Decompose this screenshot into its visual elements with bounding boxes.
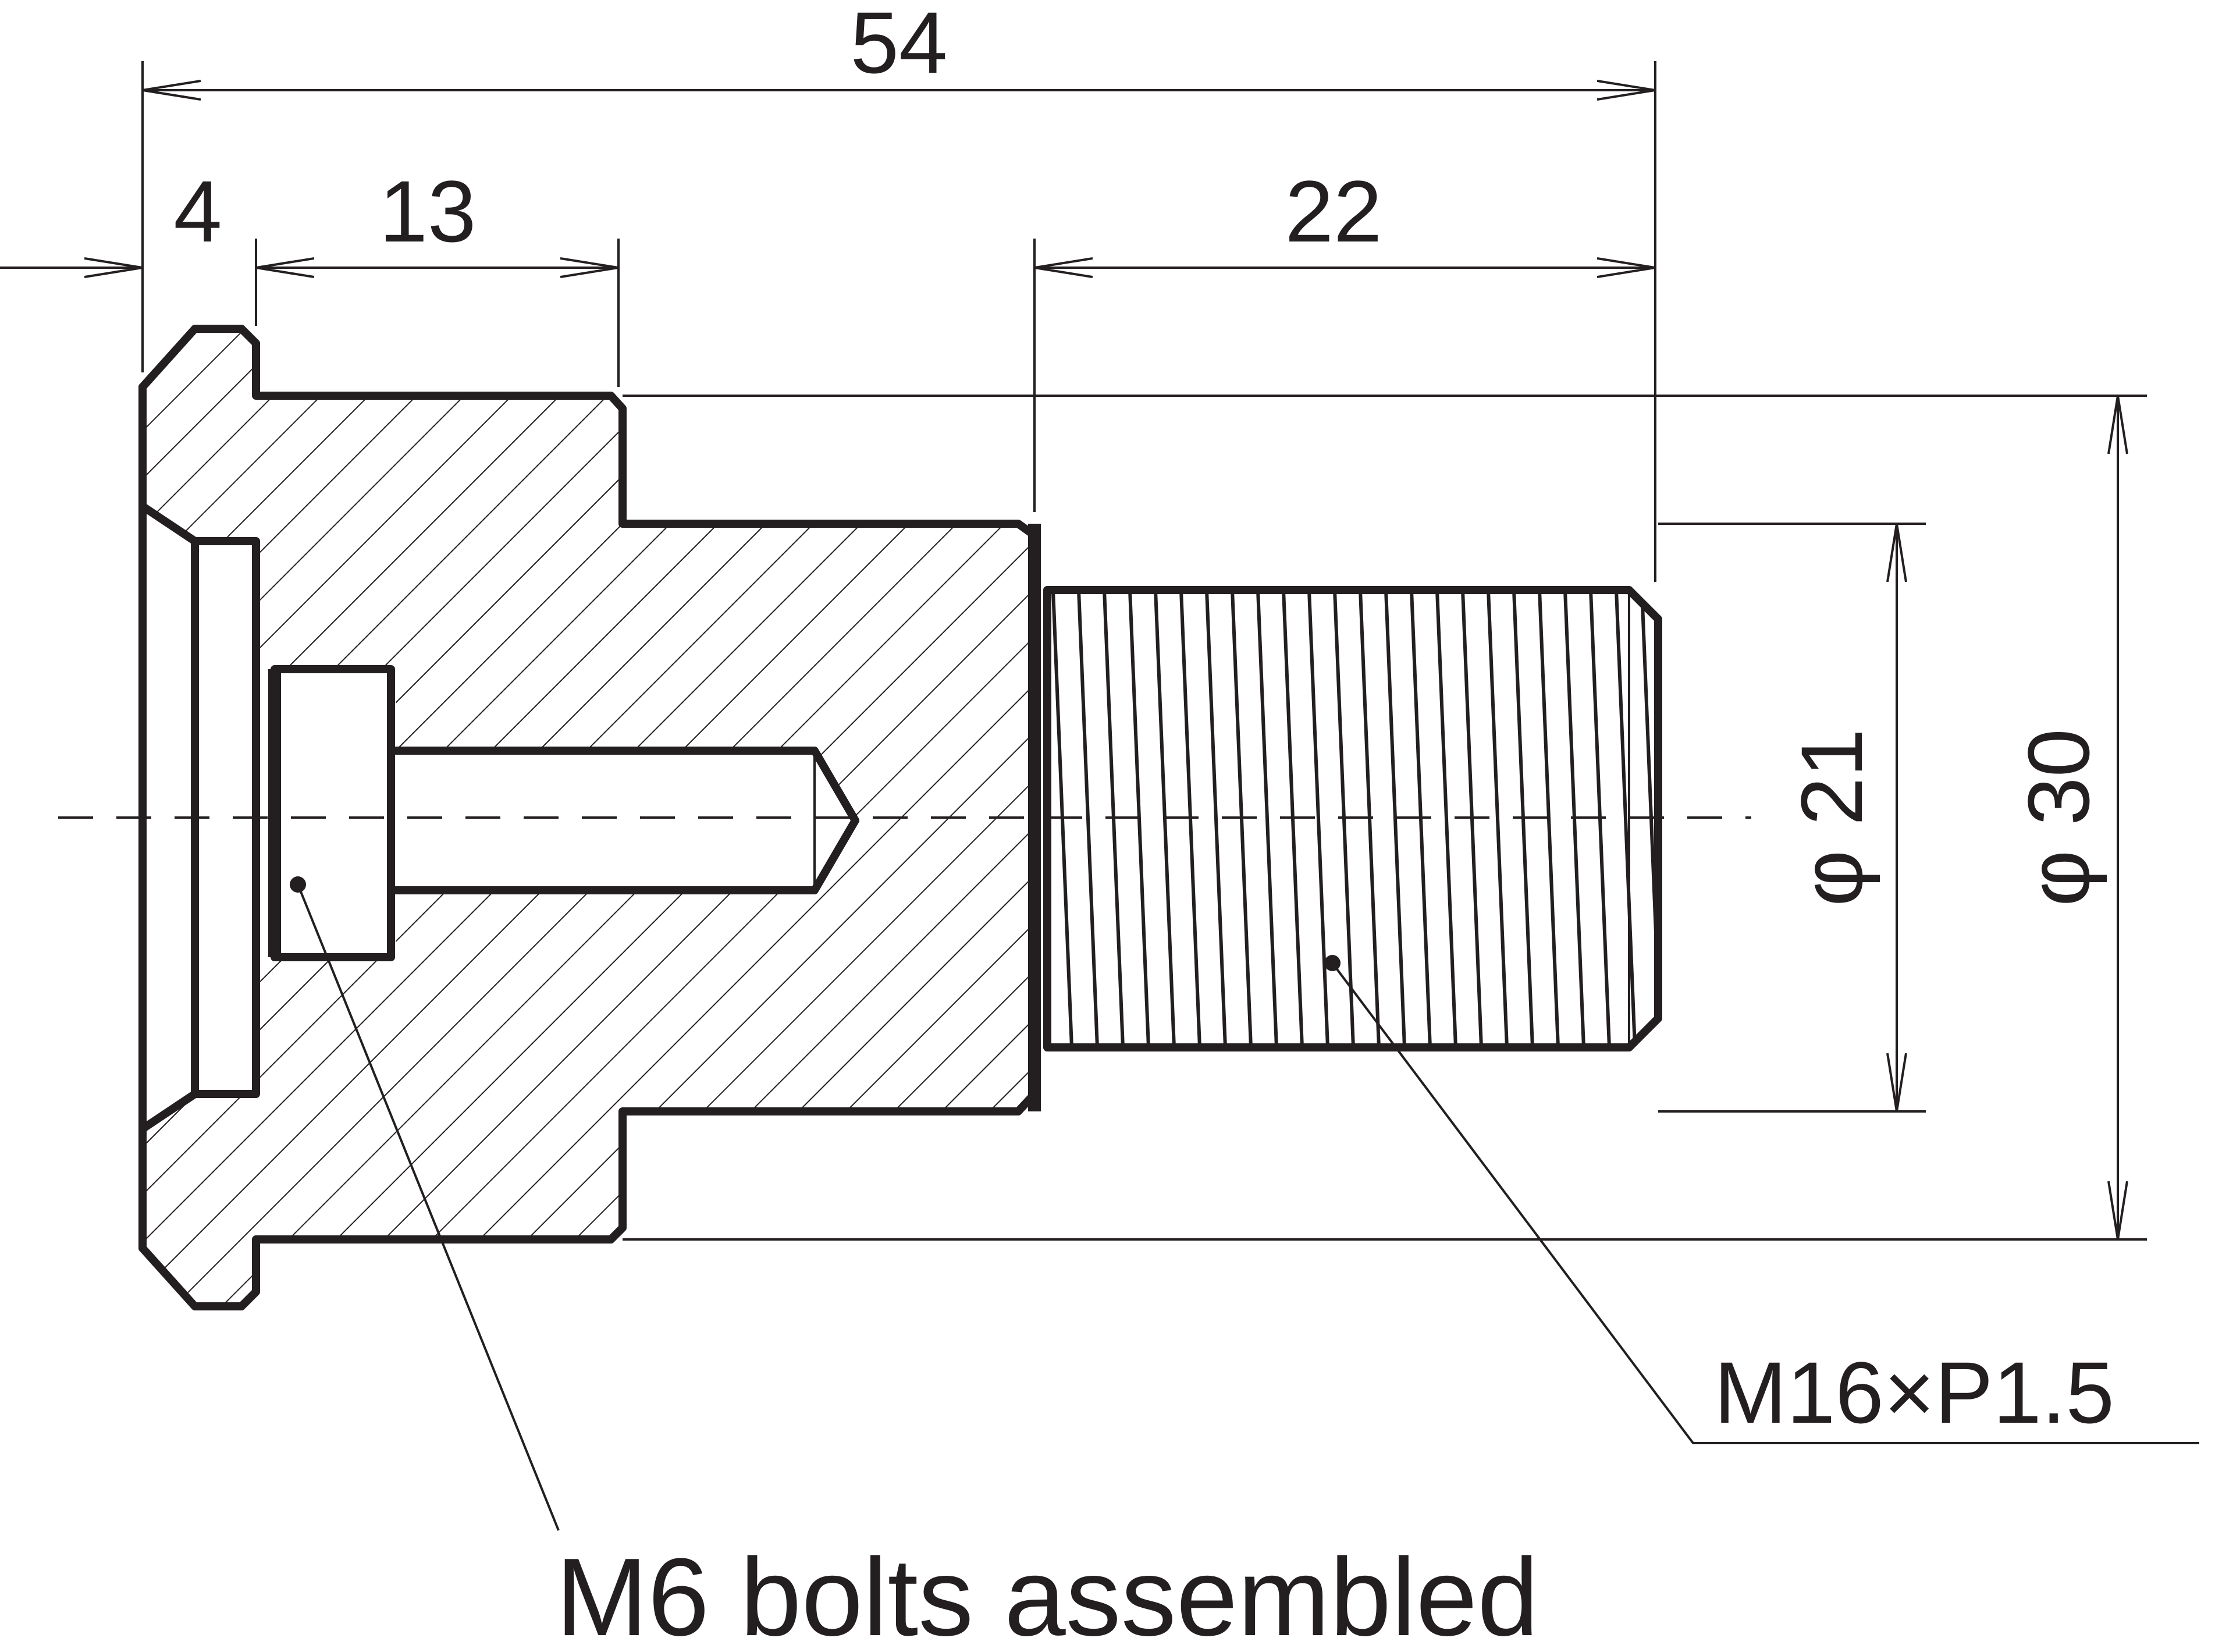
dim-text-4: 4 [173, 162, 222, 260]
extension-lines [141, 61, 2147, 1241]
thread-line [1615, 590, 1637, 1047]
dim-text-13: 13 [379, 162, 477, 260]
thread-line [1307, 590, 1329, 1047]
thread-spec-label: M16×P1.5 [1714, 1344, 2114, 1441]
thread-line [1205, 590, 1227, 1047]
bolt-head [271, 665, 395, 961]
thread-line [1435, 590, 1457, 1047]
dim-text-d21: φ 21 [1783, 729, 1880, 907]
thread-line [1538, 590, 1560, 1047]
thread-leader-line [1331, 962, 2199, 1444]
bolt-note-label: M6 bolts assembled [556, 1536, 1539, 1652]
section-body [138, 325, 1039, 1310]
bolt-leader-line [297, 884, 560, 1531]
bolt-callout: M6 bolts assembled [290, 876, 1539, 1652]
thread-line [1256, 590, 1278, 1047]
thread-line [1384, 590, 1406, 1047]
thread-line [1077, 590, 1099, 1047]
dim-text-d30: φ 30 [2010, 729, 2107, 907]
bolt-shank [392, 747, 859, 894]
dim-text-22: 22 [1285, 162, 1382, 260]
thread-callout: M16×P1.5 [1324, 955, 2199, 1444]
thread-line [1487, 590, 1509, 1047]
body-hatch [143, 329, 1034, 1306]
dimension-lines [0, 90, 2118, 1239]
dim-text-54: 54 [851, 0, 948, 91]
